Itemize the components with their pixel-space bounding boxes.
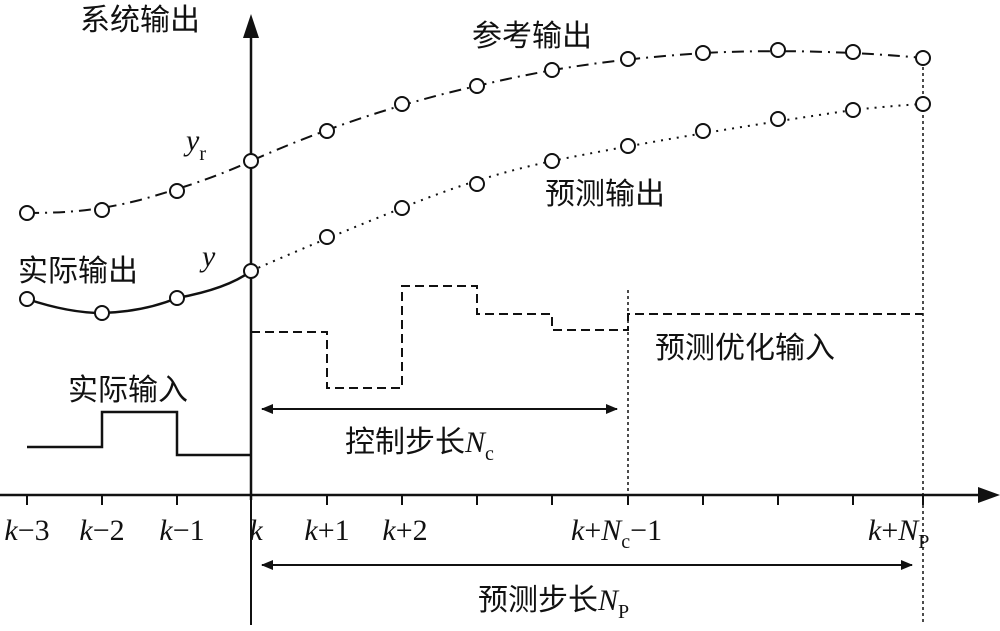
reference-output-label: 参考输出 — [472, 19, 592, 54]
tick-label-k-plus-2: k+2 — [382, 514, 427, 547]
predicted-output-markers — [319, 96, 931, 245]
predicted-output-label: 预测输出 — [545, 177, 665, 212]
actual-output-label: 实际输出 — [18, 254, 138, 289]
prediction-horizon-label: 预测步长NP — [478, 583, 629, 623]
tick-label-k-minus-3: k−3 — [4, 514, 49, 547]
predicted-optimal-input-label: 预测优化输入 — [655, 331, 835, 366]
tick-label-k-plus-nc-minus-1: k+Nc−1 — [571, 514, 662, 553]
yr-symbol: yr — [183, 124, 206, 165]
tick-label-k-plus-np: k+NP — [868, 514, 929, 553]
tick-label-k-minus-1: k−1 — [159, 514, 204, 547]
actual-input-staircase — [27, 410, 251, 457]
actual-output-markers — [19, 263, 259, 321]
y-axis-label: 系统输出 — [80, 3, 200, 38]
output-axis-arrow-icon — [243, 14, 259, 38]
tick-label-k: k — [249, 514, 263, 547]
time-axis-arrow-icon — [978, 487, 1000, 503]
actual-input-label: 实际输入 — [68, 373, 188, 408]
control-horizon-label: 控制步长Nc — [345, 425, 494, 465]
tick-marks — [26, 495, 924, 505]
y-symbol: y — [199, 240, 216, 273]
reference-output-markers — [19, 42, 931, 221]
predicted-input-staircase — [251, 285, 923, 389]
reference-output-curve — [26, 50, 924, 214]
actual-output-curve — [26, 269, 252, 315]
tick-label-k-minus-2: k−2 — [79, 514, 124, 547]
tick-label-k-plus-1: k+1 — [304, 514, 349, 547]
